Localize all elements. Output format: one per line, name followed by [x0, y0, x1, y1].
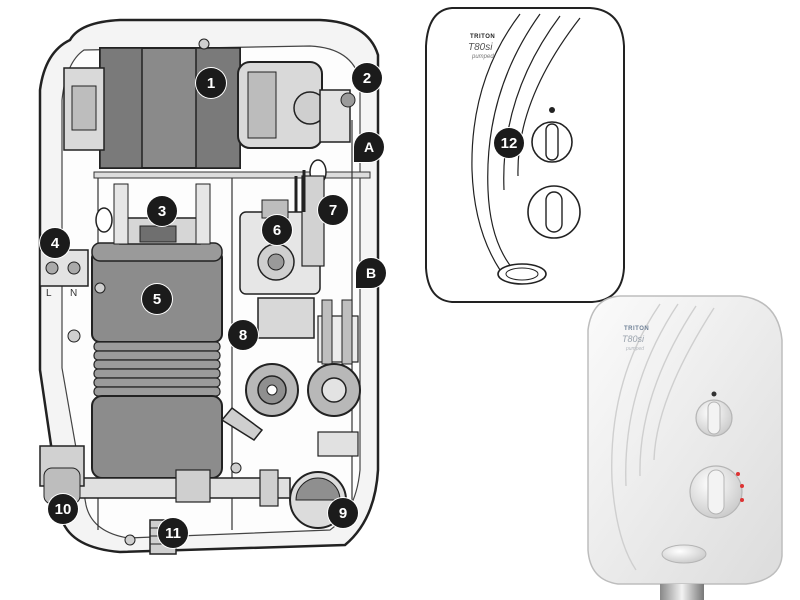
photo-chrome-outlet: [660, 584, 704, 600]
callout-8: 8: [228, 320, 258, 350]
cover-brand: TRITON: [470, 34, 496, 40]
photo-variant: pumped: [626, 346, 645, 352]
callout-12: 12: [494, 128, 524, 158]
callout-b: B: [356, 258, 386, 288]
heater-bellows: [93, 341, 221, 397]
callout-a: A: [354, 132, 384, 162]
callout-11: 11: [158, 518, 188, 548]
cover-variant: pumped: [472, 54, 494, 60]
callout-10: 10: [48, 494, 78, 524]
callout-2: 2: [352, 63, 382, 93]
callout-9: 9: [328, 498, 358, 528]
cover-model: T80si: [468, 42, 493, 53]
callout-3: 3: [147, 196, 177, 226]
callout-4: 4: [40, 228, 70, 258]
callout-6: 6: [262, 215, 292, 245]
terminal-live-label: L: [46, 288, 52, 299]
pressure-valve: [257, 297, 315, 339]
callout-5: 5: [142, 284, 172, 314]
photo-brand: TRITON: [624, 326, 650, 332]
photo-model: T80si: [622, 334, 645, 344]
callout-1: 1: [196, 68, 226, 98]
terminal-neutral-label: N: [70, 288, 78, 299]
callout-7: 7: [318, 195, 348, 225]
photo-button: [661, 544, 707, 564]
